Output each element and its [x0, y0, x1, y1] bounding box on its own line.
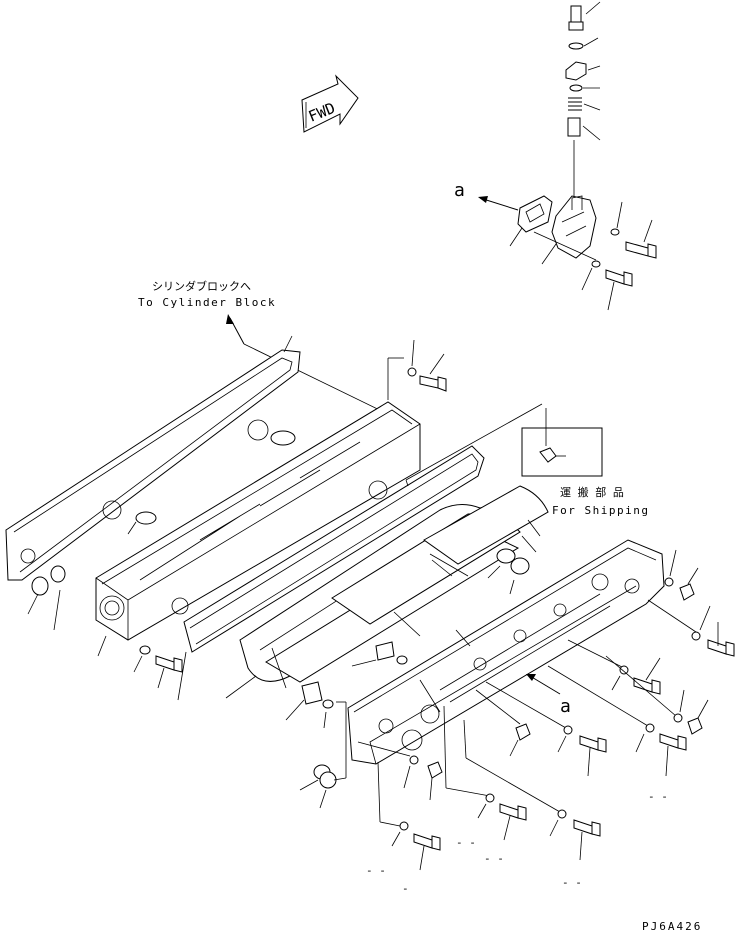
o-ring — [569, 84, 583, 92]
washer — [557, 809, 567, 819]
valve-gasket — [517, 195, 553, 233]
valve-body — [551, 195, 597, 259]
shipping-plug — [539, 447, 557, 463]
washer — [407, 367, 417, 377]
dash-mark: - - — [484, 852, 504, 865]
oil-cooler-gasket — [5, 335, 301, 581]
washer — [645, 723, 655, 733]
valve-assembly: a — [454, 1, 657, 311]
o-ring — [31, 576, 49, 596]
bolt — [633, 677, 661, 695]
nut — [679, 583, 695, 601]
shipping-label-jp: 運 搬 部 品 — [560, 485, 624, 499]
o-ring — [270, 430, 296, 446]
dash-mark: - - — [562, 876, 582, 889]
to-cylinder-block-label: シリンダブロックへ To Cylinder Block — [138, 279, 397, 419]
washer — [691, 631, 701, 641]
arrow-head-icon — [526, 674, 536, 681]
nut — [515, 723, 531, 741]
washer — [610, 228, 620, 236]
bolt — [707, 639, 735, 657]
washer — [664, 577, 674, 587]
washer — [563, 725, 573, 735]
bolt — [499, 803, 527, 821]
o-ring — [135, 511, 157, 525]
o-ring — [50, 565, 66, 583]
oil-cooler-housing — [347, 539, 665, 765]
element-gasket — [301, 681, 323, 705]
arrow-head-icon — [478, 196, 488, 203]
dash-mark: - - — [456, 836, 476, 849]
cylinder-label-jp: シリンダブロックへ — [152, 279, 251, 293]
bolt — [605, 269, 633, 287]
valve-spring — [568, 97, 582, 111]
callout-a-mid: a — [560, 696, 571, 717]
bolt — [579, 735, 607, 753]
valve-cap — [565, 61, 587, 81]
plug — [319, 771, 337, 789]
for-shipping-box: 運 搬 部 品 For Shipping — [521, 408, 649, 517]
o-ring — [322, 699, 334, 709]
bolt — [419, 375, 447, 392]
oil-cooler-cover — [95, 357, 421, 657]
callout-a-top: a — [454, 180, 465, 201]
cylinder-label-en: To Cylinder Block — [138, 296, 276, 309]
cooler-element-gasket — [177, 403, 543, 701]
washer — [591, 260, 601, 268]
dash-mark: - - — [366, 864, 386, 877]
top-bolt — [568, 5, 584, 31]
figure-code: PJ6A426 — [642, 920, 702, 933]
bolt — [155, 655, 183, 673]
bolt — [573, 819, 601, 837]
washer — [139, 645, 151, 655]
dash-mark: - — [402, 882, 409, 895]
dash-mark: - - — [648, 790, 668, 803]
plug — [510, 557, 530, 575]
washer — [619, 665, 629, 675]
washer — [409, 755, 419, 765]
shipping-label-en: For Shipping — [552, 504, 649, 517]
forward-arrow-icon: FWD — [301, 74, 359, 133]
o-ring — [496, 548, 516, 564]
element-gasket — [375, 641, 395, 661]
nut — [687, 717, 703, 735]
arrow-head-icon — [226, 314, 234, 324]
o-ring — [396, 655, 408, 665]
cooler-element-3 — [423, 485, 549, 595]
valve-plunger — [567, 117, 581, 137]
bolt — [413, 833, 441, 851]
washer — [485, 793, 495, 803]
bolt — [659, 733, 687, 751]
top-washer — [568, 42, 584, 50]
nut — [427, 761, 443, 779]
bolt — [625, 241, 657, 259]
washer — [399, 821, 409, 831]
fwd-label: FWD — [306, 99, 338, 126]
washer — [673, 713, 683, 723]
